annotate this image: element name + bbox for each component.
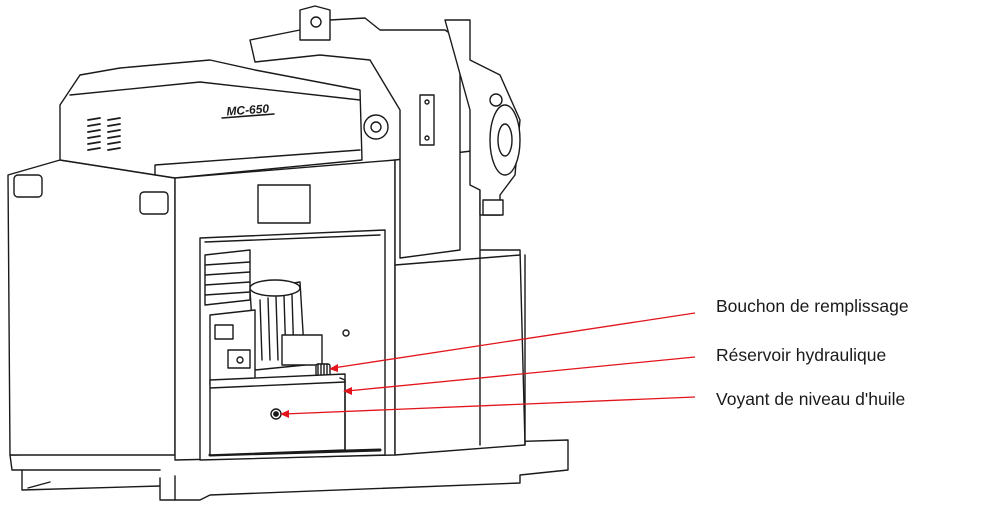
hydraulic-unit (204, 249, 350, 456)
oil-sight-glass (270, 408, 282, 420)
model-plate-text: MC-650 (226, 102, 270, 119)
vent-slots (87, 117, 121, 151)
bending-head (249, 5, 521, 259)
callout-fill-cap-label: Bouchon de remplissage (716, 296, 909, 316)
leader-line-sight-glass (280, 396, 696, 418)
callout-sight-glass-label: Voyant de niveau d'huile (716, 389, 906, 409)
callout-tank-label: Réservoir hydraulique (716, 345, 887, 365)
leader-line-fill-cap (329, 312, 696, 372)
leader-line-tank (343, 356, 696, 395)
left-side-panel (7, 159, 176, 456)
motor-cover (59, 59, 363, 179)
model-plate-underline (221, 113, 275, 119)
